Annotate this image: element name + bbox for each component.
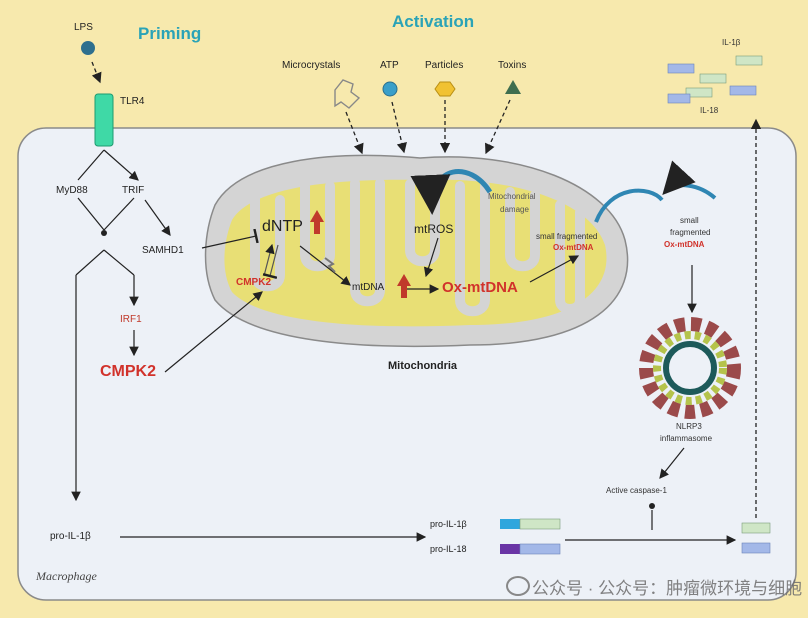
wechat-icon: [506, 576, 530, 596]
priming-header: Priming: [138, 24, 202, 43]
dntp-label: dNTP: [262, 218, 303, 235]
cyto-fragment-label-line1: small: [680, 216, 699, 225]
microcrystal-shape: [334, 79, 361, 109]
ox-mtdna-label: Ox-mtDNA: [442, 279, 518, 296]
cyto-pro-il18-label: pro-IL-18: [430, 544, 467, 554]
myd88-label: MyD88: [56, 185, 88, 196]
activator-microcrystals: Microcrystals: [282, 60, 341, 71]
secreted-il18-label: IL-18: [700, 106, 719, 115]
toxin-shape: [505, 80, 521, 94]
secreted-il1b-label: IL-1β: [722, 38, 741, 47]
lps-molecule: [81, 41, 95, 55]
tlr4-receptor: [94, 93, 114, 147]
watermark-text: 公众号 · 公众号：肿瘤微环境与细胞: [532, 579, 803, 598]
mtdna-label: mtDNA: [352, 282, 385, 293]
mitochondria-title: Mitochondria: [388, 360, 458, 372]
lps-label: LPS: [74, 22, 93, 33]
particle-shape: [434, 81, 456, 97]
activator-toxins: Toxins: [498, 60, 527, 71]
cyto-fragment-label-line3: Ox-mtDNA: [664, 240, 705, 249]
pro-il1b-label: pro-IL-1β: [50, 531, 91, 542]
mtros-label: mtROS: [414, 222, 454, 236]
cyto-pro-il1b-label: pro-IL-1β: [430, 519, 467, 529]
tlr4-label: TLR4: [120, 96, 145, 107]
nlrp3-label-line1: NLRP3: [676, 422, 702, 431]
activator-particles: Particles: [425, 60, 464, 71]
trif-label: TRIF: [122, 185, 145, 196]
mito-damage-label-line2: damage: [500, 205, 529, 214]
mito-fragment-label-line2: Ox-mtDNA: [553, 243, 594, 252]
mito-fragment-label-line1: small fragmented: [536, 232, 598, 241]
irf1-label: IRF1: [120, 314, 142, 325]
macrophage-label: Macrophage: [36, 569, 97, 583]
samhd1-label: SAMHD1: [142, 245, 184, 256]
mito-damage-label-line1: Mitochondrial: [488, 192, 536, 201]
nlrp3-label-line2: inflammasome: [660, 434, 713, 443]
nlrp3-inflammasome-graphic: [639, 317, 741, 419]
cmpk2-label: CMPK2: [100, 363, 157, 380]
mito-cmpk2-label: CMPK2: [236, 277, 272, 288]
activator-atp: ATP: [380, 60, 399, 71]
cyto-fragment-label-line2: fragmented: [670, 228, 711, 237]
activation-header: Activation: [392, 12, 475, 31]
atp-molecule: [382, 81, 398, 97]
caspase-label: Active caspase-1: [606, 486, 667, 495]
